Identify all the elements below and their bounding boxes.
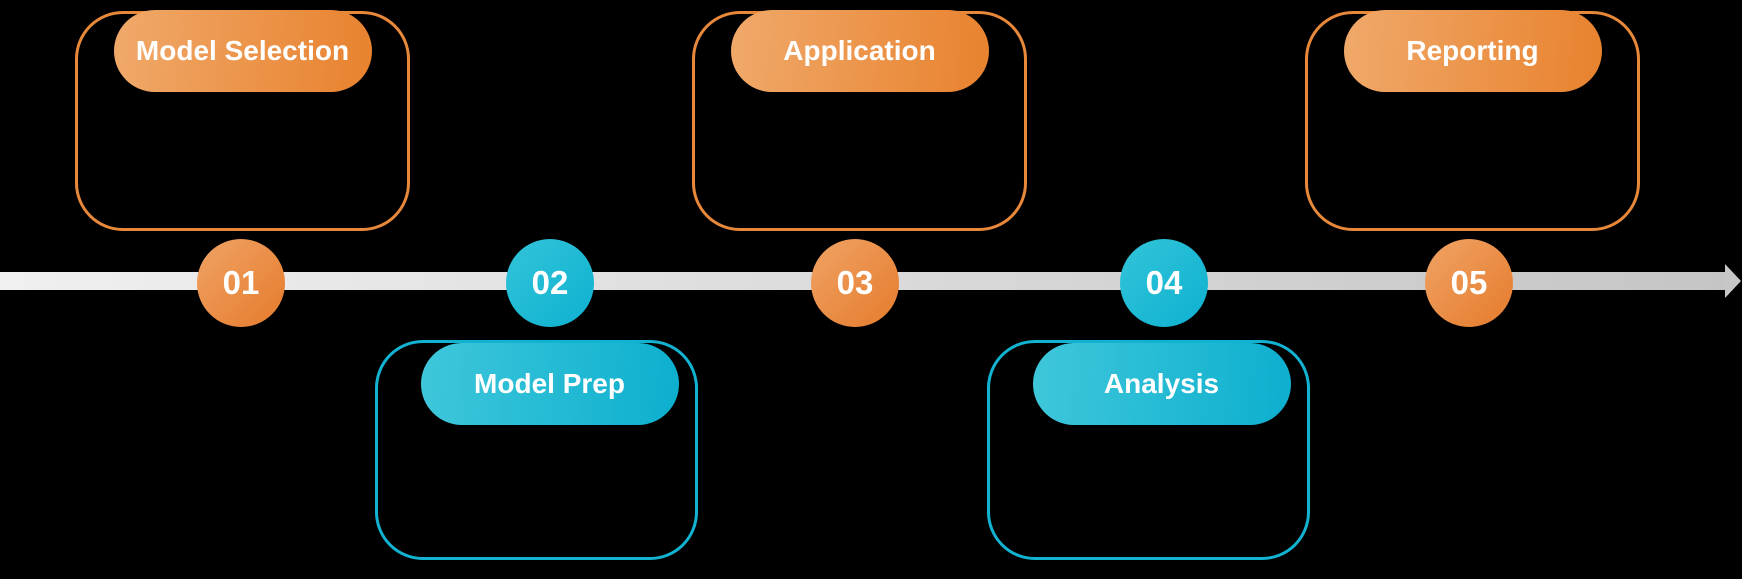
stage-badge-model-prep: Model Prep — [420, 343, 679, 425]
stage-label: Application — [783, 35, 936, 66]
stage-badge-analysis: Analysis — [1032, 343, 1291, 425]
stage-label: Analysis — [1103, 368, 1220, 399]
timeline-node-04: 04 — [1120, 239, 1208, 327]
stage-card-analysis: Analysis — [987, 340, 1310, 560]
timeline-node-03: 03 — [811, 239, 899, 327]
stage-number: 04 — [1145, 264, 1183, 301]
arrow-right-icon — [1725, 264, 1741, 298]
stage-label: Model Selection — [135, 35, 350, 66]
stage-card-model-prep: Model Prep — [375, 340, 698, 560]
stage-card-application: Application — [692, 10, 1027, 231]
stage-number: 02 — [531, 264, 569, 301]
stage-number: 01 — [222, 264, 260, 301]
stage-badge-reporting: Reporting — [1343, 10, 1602, 92]
stage-label: Model Prep — [474, 368, 625, 399]
stage-card-model-selection: Model Selection — [75, 10, 410, 231]
stage-number: 03 — [836, 264, 874, 301]
timeline-node-05: 05 — [1425, 239, 1513, 327]
stage-badge-model-selection: Model Selection — [113, 10, 372, 92]
stage-card-reporting: Reporting — [1305, 10, 1640, 231]
stage-number: 05 — [1450, 264, 1488, 301]
stage-badge-application: Application — [730, 10, 989, 92]
stage-label: Reporting — [1406, 35, 1539, 66]
timeline-node-02: 02 — [506, 239, 594, 327]
timeline-node-01: 01 — [197, 239, 285, 327]
